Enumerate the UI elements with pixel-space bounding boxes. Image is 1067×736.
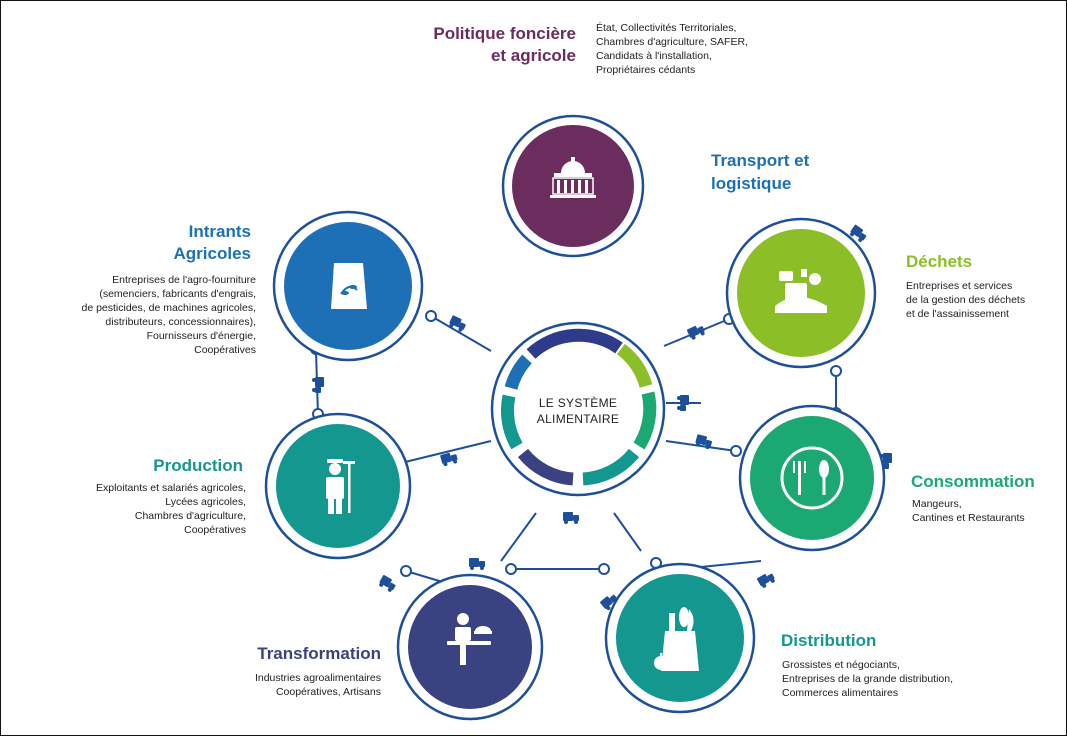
- segment-blue: [504, 354, 532, 390]
- distribution-line: Entreprises de la grande distribution,: [782, 673, 953, 685]
- dot: [598, 563, 610, 575]
- plate-cutlery-icon: [780, 446, 844, 510]
- node-dechets: [725, 217, 877, 369]
- politique-title-line1: Politique foncière: [433, 24, 576, 43]
- truck-icon: [449, 315, 466, 332]
- truck-icon: [695, 434, 713, 450]
- transport-title-line2: logistique: [711, 174, 791, 193]
- label-production: Production Exploitants et salariés agric…: [96, 456, 246, 536]
- node-disc: [750, 416, 874, 540]
- dechets-line: Entreprises et services: [906, 280, 1012, 292]
- label-transformation: Transformation Industries agroalimentair…: [255, 644, 381, 698]
- distribution-title: Distribution: [781, 631, 876, 650]
- transformation-title: Transformation: [257, 644, 381, 663]
- segment-teal-2: [500, 394, 523, 450]
- politique-title-line2: et agricole: [491, 46, 576, 65]
- production-line: Chambres d'agriculture,: [135, 510, 246, 522]
- dechets-title: Déchets: [906, 252, 972, 271]
- dot: [400, 565, 412, 577]
- dechets-line: de la gestion des déchets: [906, 294, 1025, 306]
- capitol-building-icon: [550, 157, 596, 198]
- center-hub: LE SYSTÈME ALIMENTAIRE: [490, 321, 666, 497]
- truck-icon: [677, 395, 689, 411]
- spoke-transformation: [500, 512, 537, 562]
- node-distribution: [604, 562, 756, 714]
- dechets-line: et de l'assainissement: [906, 308, 1009, 320]
- waste-recycling-icon: [775, 269, 827, 313]
- transformation-line: Coopératives, Artisans: [276, 686, 381, 698]
- transport-title-line1: Transport et: [711, 151, 810, 170]
- node-consommation: [738, 404, 886, 552]
- trucks: [312, 224, 892, 611]
- truck-icon: [379, 575, 396, 592]
- center-outer-ring: [490, 321, 666, 497]
- intrants-line: Fournisseurs d'énergie,: [147, 330, 256, 342]
- truck-icon: [312, 377, 324, 393]
- segment-teal: [582, 448, 640, 486]
- truck-icon: [440, 452, 458, 467]
- truck-icon: [686, 325, 705, 340]
- label-transport: Transport et logistique: [711, 151, 810, 193]
- intrants-title-line1: Intrants: [189, 222, 251, 241]
- intrants-title-line2: Agricoles: [174, 244, 251, 263]
- segment-indigo: [517, 448, 574, 486]
- spoke-distribution: [613, 512, 642, 552]
- grocery-bag-icon: [654, 607, 699, 671]
- label-dechets: Déchets Entreprises et services de la ge…: [906, 252, 1025, 320]
- consommation-title: Consommation: [911, 472, 1035, 491]
- spoke-intrants: [430, 315, 492, 352]
- center-segment-ring: [500, 328, 657, 486]
- connectors: [315, 315, 837, 590]
- spoke-consommation: [665, 440, 737, 452]
- node-intrants: [272, 210, 424, 362]
- center-label-line1: LE SYSTÈME: [539, 395, 617, 410]
- production-line: Coopératives: [184, 524, 246, 536]
- truck-icon: [880, 453, 892, 469]
- transformation-line: Industries agroalimentaires: [255, 672, 381, 684]
- node-disc: [408, 585, 532, 709]
- truck-icon: [850, 224, 867, 242]
- label-politique: Politique foncière et agricole État, Col…: [433, 21, 748, 76]
- production-title: Production: [153, 456, 243, 475]
- intrants-line: Coopératives: [194, 344, 256, 356]
- dot: [830, 365, 842, 377]
- farmer-icon: [326, 459, 355, 514]
- dot: [730, 445, 742, 457]
- spoke-production: [400, 440, 492, 464]
- truck-icon: [563, 512, 579, 524]
- production-line: Exploitants et salariés agricoles,: [96, 482, 246, 494]
- politique-line: Chambres d'agriculture, SAFER,: [596, 36, 748, 48]
- label-consommation: Consommation Mangeurs, Cantines et Resta…: [911, 472, 1035, 524]
- consommation-line: Cantines et Restaurants: [912, 512, 1025, 524]
- distribution-line: Grossistes et négociants,: [782, 659, 900, 671]
- truck-icon: [756, 573, 775, 588]
- dot: [505, 563, 517, 575]
- node-transformation: [396, 573, 544, 721]
- intrants-line: (semenciers, fabricants d'engrais,: [99, 288, 256, 300]
- distribution-line: Commerces alimentaires: [782, 687, 898, 699]
- politique-line: État, Collectivités Territoriales,: [596, 21, 736, 34]
- node-production: [264, 412, 412, 560]
- politique-line: Propriétaires cédants: [596, 64, 695, 76]
- intrants-line: distributeurs, concessionnaires),: [105, 316, 256, 328]
- production-line: Lycées agricoles,: [165, 496, 246, 508]
- dot: [425, 310, 437, 322]
- truck-icon: [469, 558, 485, 570]
- intrants-line: de pesticides, de machines agricoles,: [81, 302, 256, 314]
- politique-line: Candidats à l'installation,: [596, 50, 712, 62]
- label-intrants: Intrants Agricoles Entreprises de l'agro…: [81, 222, 256, 356]
- segment-green: [633, 391, 657, 450]
- node-politique: [501, 114, 645, 258]
- intrants-line: Entreprises de l'agro-fourniture: [112, 274, 256, 286]
- label-distribution: Distribution Grossistes et négociants, E…: [781, 631, 953, 699]
- seed-bag-icon: [331, 263, 367, 309]
- segment-lime: [616, 343, 653, 388]
- cook-icon: [447, 613, 492, 665]
- consommation-line: Mangeurs,: [912, 498, 962, 510]
- segment-navy: [526, 328, 623, 359]
- center-label-line2: ALIMENTAIRE: [537, 412, 619, 426]
